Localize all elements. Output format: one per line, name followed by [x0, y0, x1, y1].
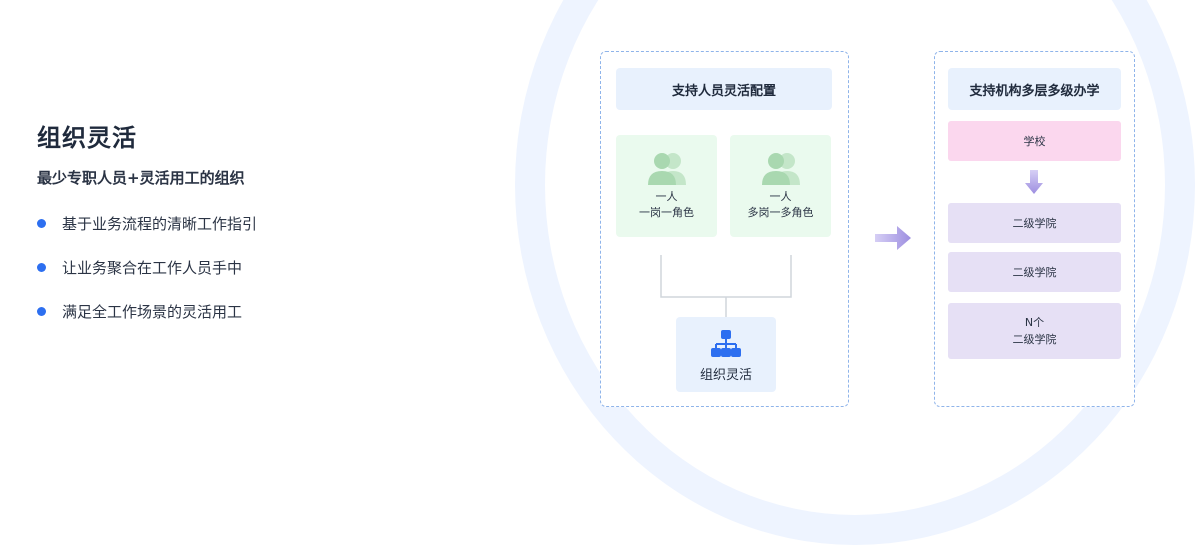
role-card-desc: 多岗一多角色 — [747, 206, 814, 219]
bracket-connector — [660, 255, 792, 317]
multi-level-header: 支持机构多层多级办学 — [948, 68, 1121, 110]
feature-text: 满足全工作场景的灵活用工 — [62, 302, 243, 321]
feature-text: 基于业务流程的清晰工作指引 — [62, 214, 258, 233]
bullet-dot-icon — [37, 218, 46, 228]
role-card-title: 一人 — [769, 190, 792, 203]
role-card-title: 一人 — [655, 190, 678, 203]
org-chart-icon — [711, 330, 741, 357]
school-label: 学校 — [1023, 134, 1046, 148]
down-arrow-icon — [1025, 170, 1043, 194]
role-card-desc: 一岗一角色 — [639, 206, 694, 219]
feature-list: 基于业务流程的清晰工作指引 让业务聚合在工作人员手中 满足全工作场景的灵活用工 — [37, 212, 257, 322]
n-colleges-box: N个 二级学院 — [948, 303, 1121, 359]
staff-config-header: 支持人员灵活配置 — [616, 68, 832, 110]
feature-item: 满足全工作场景的灵活用工 — [37, 300, 257, 322]
feature-text: 让业务聚合在工作人员手中 — [62, 258, 243, 277]
role-card-multi: 一人 多岗一多角色 — [730, 135, 831, 237]
users-icon — [647, 153, 686, 185]
college-label: 二级学院 — [1012, 265, 1057, 279]
college-label: 二级学院 — [1012, 216, 1057, 230]
college-label: 二级学院 — [1012, 333, 1057, 346]
section-subtitle: 最少专职人员+灵活用工的组织 — [37, 169, 245, 187]
bullet-dot-icon — [37, 262, 46, 272]
feature-item: 基于业务流程的清晰工作指引 — [37, 212, 257, 234]
school-box: 学校 — [948, 121, 1121, 161]
org-flexible-box: 组织灵活 — [676, 317, 776, 392]
college-box: 二级学院 — [948, 203, 1121, 243]
section-title: 组织灵活 — [37, 124, 137, 152]
role-card-single: 一人 一岗一角色 — [616, 135, 717, 237]
users-icon — [761, 153, 800, 185]
college-box: 二级学院 — [948, 252, 1121, 292]
bullet-dot-icon — [37, 306, 46, 316]
org-flexible-label: 组织灵活 — [699, 368, 752, 383]
intro-section: 组织灵活 最少专职人员+灵活用工的组织 基于业务流程的清晰工作指引 让业务聚合在… — [37, 118, 257, 344]
right-arrow-icon — [875, 226, 911, 250]
feature-item: 让业务聚合在工作人员手中 — [37, 256, 257, 278]
college-count-label: N个 — [1024, 316, 1045, 329]
